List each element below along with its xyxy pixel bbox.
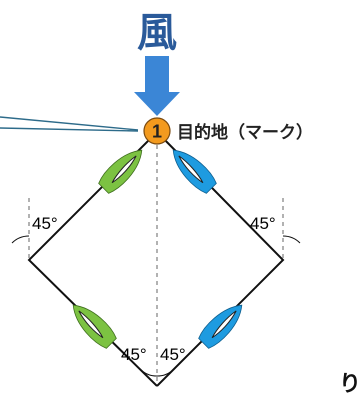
arc-bottom bbox=[139, 368, 175, 377]
arc-upper-left bbox=[11, 235, 30, 244]
angle-upper-left: 45° bbox=[32, 214, 58, 233]
mark-buoy: 1 bbox=[143, 117, 171, 145]
angle-bottom-right: 45° bbox=[160, 345, 186, 364]
boat-lower-right bbox=[198, 304, 243, 349]
boat-upper-right bbox=[172, 149, 217, 194]
angle-arcs bbox=[11, 235, 301, 377]
wind-arrow bbox=[134, 56, 180, 116]
wind-label: 風 bbox=[137, 9, 177, 56]
callout-lines bbox=[0, 116, 139, 132]
boat-lower-left bbox=[72, 304, 117, 349]
course-path bbox=[27, 131, 285, 387]
bottom-text-fragment: り返し bbox=[339, 372, 361, 395]
mark-label: 目的地（マーク） bbox=[177, 122, 313, 143]
arc-upper-right bbox=[282, 235, 301, 244]
vertical-guides bbox=[28, 145, 284, 386]
boat-upper-left bbox=[98, 149, 143, 194]
angle-upper-right: 45° bbox=[250, 214, 276, 233]
mark-number: 1 bbox=[152, 122, 162, 142]
angle-bottom-left: 45° bbox=[121, 345, 147, 364]
